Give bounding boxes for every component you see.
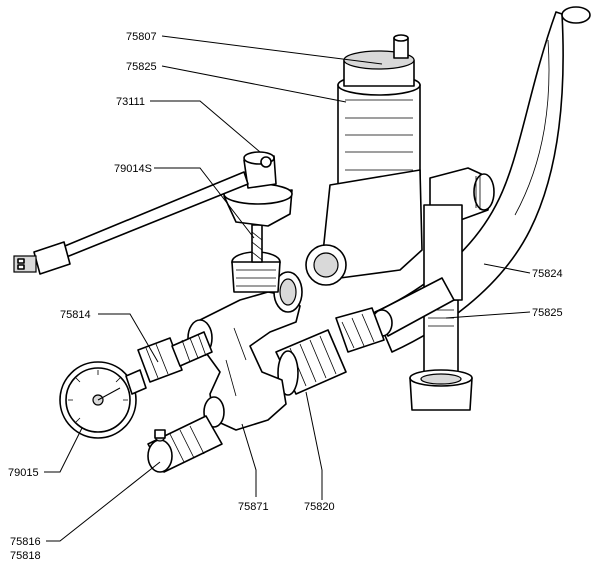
leader-79015 [44, 427, 83, 473]
flexible-hose [371, 277, 455, 337]
pressure-gauge [59, 361, 147, 439]
sensor-well [231, 224, 281, 293]
callout-labels: 75807 75825 73111 79014S 75814 75824 758… [8, 31, 563, 562]
leader-75825-right [445, 311, 531, 319]
label-75824: 75824 [532, 268, 563, 280]
label-79014S: 79014S [114, 163, 152, 175]
label-75871: 75871 [238, 501, 269, 513]
leader-75820 [305, 391, 323, 500]
leader-79014S [154, 167, 255, 239]
leader-75807 [161, 35, 383, 65]
manifold-body [187, 271, 303, 431]
union-nut [335, 307, 385, 353]
label-75814: 75814 [60, 309, 91, 321]
leader-73111 [150, 100, 261, 153]
label-75825-top: 75825 [126, 61, 157, 73]
label-73111: 73111 [116, 96, 145, 108]
label-79015: 79015 [8, 467, 39, 479]
label-75820: 75820 [304, 501, 335, 513]
probe-cable [13, 171, 249, 275]
label-75807: 75807 [126, 31, 157, 43]
leader-75814 [98, 313, 159, 363]
leader-75871 [241, 423, 257, 497]
leader-75824 [483, 263, 531, 274]
drain-valve [147, 415, 223, 473]
sensor-probe [223, 151, 293, 227]
gauge-adaptor [137, 331, 213, 383]
label-75816: 75816 [10, 536, 41, 548]
threaded-adaptor [275, 329, 347, 396]
label-75825-right: 75825 [532, 307, 563, 319]
leader-75825-top [161, 65, 347, 103]
air-separator [305, 34, 423, 286]
label-75818: 75818 [10, 550, 41, 562]
leader-75816 [46, 461, 161, 542]
leader-lines [44, 35, 531, 542]
